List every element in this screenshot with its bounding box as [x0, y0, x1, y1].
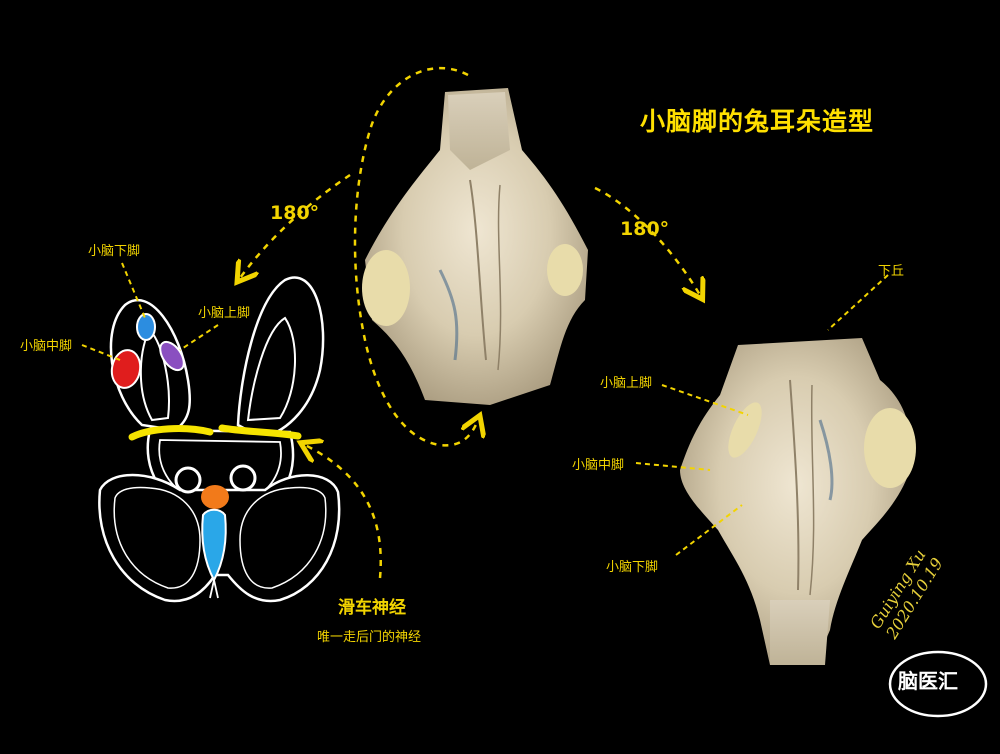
- rotation-label-right: 180°: [620, 218, 670, 240]
- bunny-label-inferior: 小脑下脚: [88, 244, 141, 259]
- trochlear-nerve-left: [128, 425, 214, 441]
- specimen-right: [680, 338, 916, 665]
- specimen-top: [362, 88, 588, 405]
- nose: [201, 485, 229, 509]
- leader-lines: [81, 262, 889, 556]
- bunny-label-superior: 小脑上脚: [198, 306, 251, 321]
- left-eye: [174, 466, 202, 494]
- specimen-label-superior: 小脑上脚: [600, 376, 653, 391]
- aqueduct: [201, 508, 227, 583]
- arrow-to-right-specimen: [594, 186, 700, 295]
- trochlear-nerve-right: [218, 424, 302, 440]
- arrow-to-bunny: [240, 173, 351, 278]
- bunny-label-middle: 小脑中脚: [20, 339, 73, 354]
- right-ear: [236, 276, 325, 440]
- diagram-title: 小脑脚的兔耳朵造型: [640, 107, 875, 136]
- bunny-schematic: [98, 276, 341, 603]
- superior-peduncle-oval: [159, 340, 185, 372]
- inferior-peduncle-oval: [136, 313, 156, 341]
- specimen-label-inferior-colliculus: 下丘: [878, 264, 905, 279]
- specimen-label-inferior: 小脑下脚: [606, 560, 659, 575]
- specimen-label-middle: 小脑中脚: [572, 458, 625, 473]
- trochlear-subtitle: 唯一走后门的神经: [317, 630, 422, 645]
- loop-arrow: [353, 66, 478, 447]
- rotation-arrows: [240, 66, 700, 579]
- rotation-label-left: 180°: [270, 202, 320, 224]
- right-eye: [229, 464, 257, 492]
- watermark-logo: 脑医汇: [898, 669, 958, 693]
- trochlear-title: 滑车神经: [338, 598, 406, 618]
